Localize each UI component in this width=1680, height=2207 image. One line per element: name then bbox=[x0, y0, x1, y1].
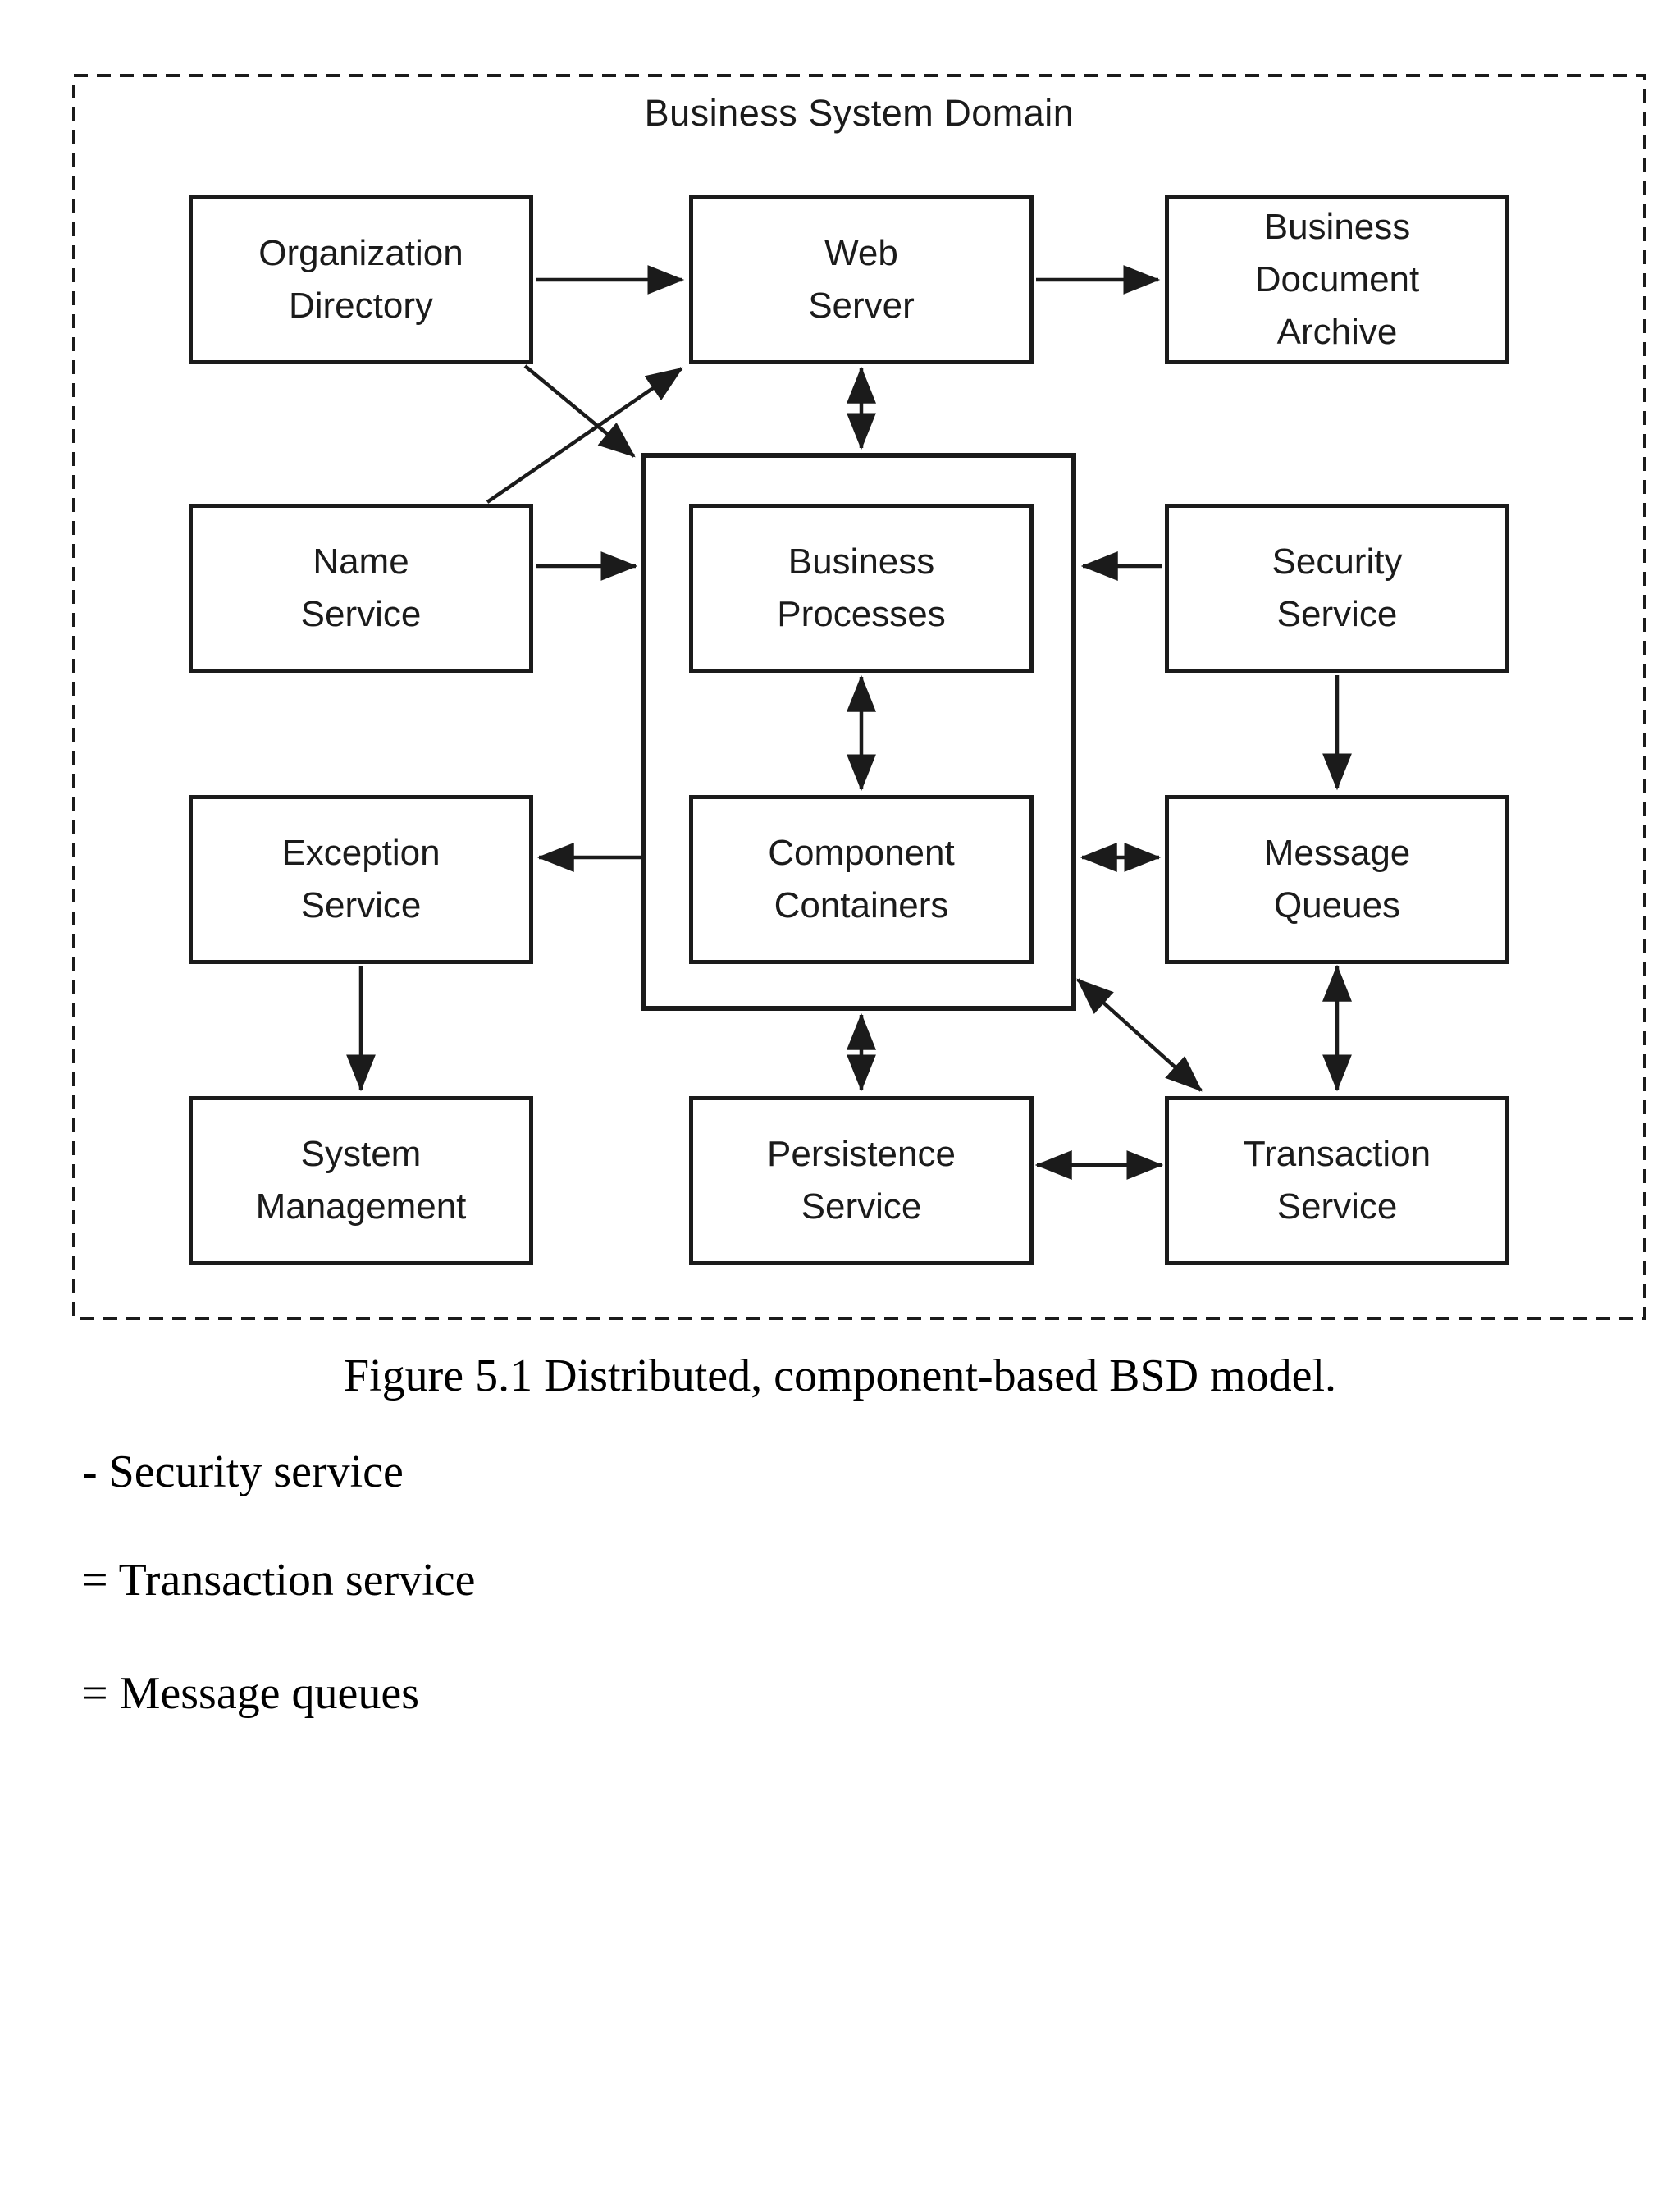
box-label-business-processes: Business Processes bbox=[777, 541, 946, 634]
box-message-queues: Message Queues bbox=[1165, 795, 1509, 964]
component-runtime-container bbox=[641, 453, 1076, 1011]
box-security-service: Security Service bbox=[1165, 504, 1509, 673]
arrow-orgdir-to-container bbox=[523, 364, 636, 458]
box-name-service: Name Service bbox=[189, 504, 533, 673]
box-organization-directory: Organization Directory bbox=[189, 195, 533, 364]
figure-caption: Figure 5.1 Distributed, component-based … bbox=[343, 1350, 1337, 1401]
legend-item-transaction-service: = Transaction service bbox=[82, 1555, 476, 1606]
box-label-name-service: Name Service bbox=[300, 541, 422, 634]
box-persistence-service: Persistence Service bbox=[689, 1096, 1034, 1265]
box-label-component-containers: Component Containers bbox=[768, 833, 955, 925]
box-transaction-service: Transaction Service bbox=[1165, 1096, 1509, 1265]
box-business-processes: Business Processes bbox=[689, 504, 1034, 673]
box-label-transaction-service: Transaction Service bbox=[1243, 1134, 1431, 1227]
box-label-organization-directory: Organization Directory bbox=[258, 233, 463, 326]
box-web-server: Web Server bbox=[689, 195, 1034, 364]
box-component-containers: Component Containers bbox=[689, 795, 1034, 964]
legend-item-security-service: - Security service bbox=[82, 1446, 404, 1497]
box-label-web-server: Web Server bbox=[808, 233, 915, 326]
box-business-document-archive: Business Document Archive bbox=[1165, 195, 1509, 364]
box-label-message-queues: Message Queues bbox=[1263, 833, 1411, 925]
box-label-system-management: System Management bbox=[255, 1134, 467, 1227]
box-label-security-service: Security Service bbox=[1271, 541, 1403, 634]
legend-item-message-queues: = Message queues bbox=[82, 1668, 420, 1719]
box-label-exception-service: Exception Service bbox=[281, 833, 441, 925]
domain-title: Business System Domain bbox=[644, 92, 1075, 134]
box-label-persistence-service: Persistence Service bbox=[767, 1134, 956, 1227]
box-exception-service: Exception Service bbox=[189, 795, 533, 964]
box-system-management: System Management bbox=[189, 1096, 533, 1265]
arrow-nameservice-to-webserver bbox=[486, 367, 683, 504]
box-label-business-document-archive: Business Document Archive bbox=[1254, 207, 1420, 352]
arrow-compcontainers-transaction bbox=[1076, 978, 1203, 1092]
domain-boundary bbox=[72, 74, 1646, 1320]
